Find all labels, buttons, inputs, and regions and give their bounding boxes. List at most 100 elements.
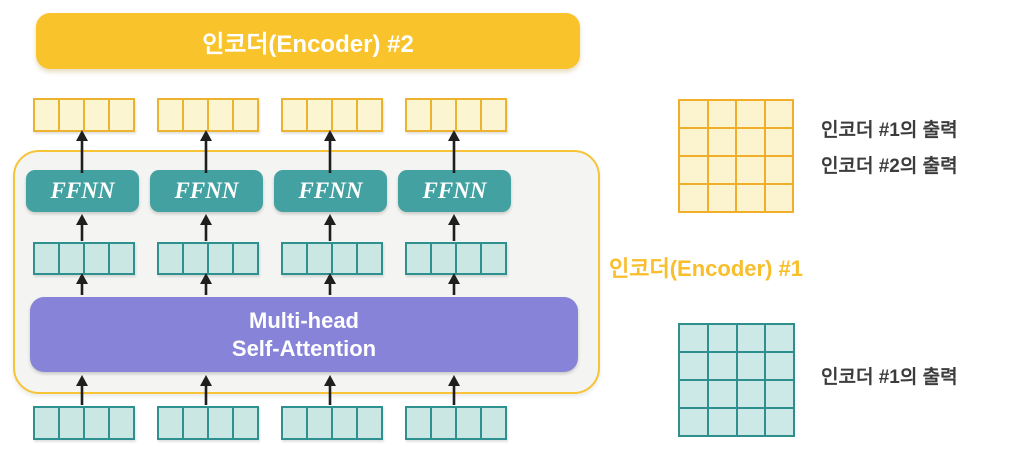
matrix-cell [766, 325, 793, 351]
vector-cell [85, 408, 108, 438]
teal-matrix-caption: 인코더 #1의 출력 [821, 367, 958, 388]
matrix-cell [765, 157, 792, 183]
vector-cell [209, 408, 232, 438]
vector-cell [234, 100, 257, 130]
matrix-cell [766, 353, 793, 379]
ffnn-label: FFNN [174, 178, 239, 203]
vector-cell [60, 244, 83, 273]
matrix-cell [680, 129, 707, 155]
vector-cell [35, 100, 58, 130]
vector-cell [184, 100, 207, 130]
matrix-cell [737, 409, 765, 435]
matrix-cell [680, 101, 707, 127]
vector-cell [110, 408, 133, 438]
matrix-cell [765, 101, 792, 127]
vector-cell [457, 244, 480, 273]
vector-cell [110, 100, 133, 130]
matrix-cell [737, 325, 765, 351]
matrix-cell [680, 409, 707, 435]
matrix-cell [680, 185, 707, 211]
attention-output-vector [33, 242, 135, 275]
attention-output-vector [281, 242, 383, 275]
vector-cell [234, 244, 257, 273]
encoder1-input-vector [157, 406, 259, 440]
vector-cell [407, 100, 430, 130]
matrix-cell [708, 185, 735, 211]
matrix-cell [737, 101, 764, 127]
vector-cell [457, 100, 480, 130]
encoder1-output-vector [405, 98, 507, 132]
vector-cell [85, 244, 108, 273]
vector-cell [35, 408, 58, 438]
matrix-cell [708, 129, 735, 155]
matrix-cell [708, 381, 736, 407]
vector-cell [457, 408, 480, 438]
matrix-cell [708, 325, 736, 351]
matrix-cell [737, 353, 765, 379]
vector-cell [308, 100, 331, 130]
vector-cell [308, 244, 331, 273]
encoder1-input-vector [281, 406, 383, 440]
matrix-cell [708, 409, 736, 435]
encoder-output-matrix-teal [678, 323, 795, 437]
matrix-cell [765, 185, 792, 211]
matrix-cell [737, 185, 764, 211]
vector-cell [333, 244, 356, 273]
encoder1-output-vector [157, 98, 259, 132]
vector-cell [283, 244, 306, 273]
vector-cell [159, 244, 182, 273]
encoder1-caption: 인코더(Encoder) #1 [609, 256, 803, 281]
vector-cell [358, 100, 381, 130]
matrix-cell [708, 157, 735, 183]
encoder1-input-vector [33, 406, 135, 440]
encoder1-output-vector [33, 98, 135, 132]
matrix-cell [708, 353, 736, 379]
ffnn-box: FFNN [26, 170, 139, 212]
attention-label-line1: Multi-head [249, 307, 359, 333]
vector-cell [283, 408, 306, 438]
vector-cell [432, 100, 455, 130]
matrix-cell [680, 381, 707, 407]
vector-cell [110, 244, 133, 273]
vector-cell [184, 408, 207, 438]
attention-output-vector [157, 242, 259, 275]
vector-cell [283, 100, 306, 130]
matrix-cell [737, 129, 764, 155]
attention-output-vector [405, 242, 507, 275]
vector-cell [234, 408, 257, 438]
yellow-matrix-caption-line2: 인코더 #2의 출력 [821, 156, 958, 177]
encoder2-box: 인코더(Encoder) #2 [36, 13, 580, 69]
matrix-cell [680, 353, 707, 379]
vector-cell [159, 408, 182, 438]
vector-cell [407, 244, 430, 273]
vector-cell [209, 100, 232, 130]
vector-cell [482, 100, 505, 130]
vector-cell [184, 244, 207, 273]
encoder2-label: 인코더(Encoder) #2 [202, 30, 414, 58]
encoder1-output-vector [281, 98, 383, 132]
vector-cell [159, 100, 182, 130]
attention-label-line2: Self-Attention [231, 335, 377, 361]
matrix-cell [766, 381, 793, 407]
vector-cell [209, 244, 232, 273]
matrix-cell [680, 325, 707, 351]
multi-head-self-attention-box: Multi-head Self-Attention [30, 297, 578, 372]
ffnn-label: FFNN [50, 178, 115, 203]
matrix-cell [737, 381, 765, 407]
matrix-cell [737, 157, 764, 183]
vector-cell [358, 244, 381, 273]
vector-cell [60, 408, 83, 438]
vector-cell [358, 408, 381, 438]
vector-cell [333, 408, 356, 438]
encoder-output-matrix-yellow [678, 99, 794, 213]
vector-cell [308, 408, 331, 438]
vector-cell [60, 100, 83, 130]
vector-cell [482, 244, 505, 273]
ffnn-label: FFNN [298, 178, 363, 203]
vector-cell [482, 408, 505, 438]
matrix-cell [765, 129, 792, 155]
ffnn-box: FFNN [150, 170, 263, 212]
vector-cell [432, 408, 455, 438]
ffnn-box: FFNN [274, 170, 387, 212]
encoder1-input-vector [405, 406, 507, 440]
